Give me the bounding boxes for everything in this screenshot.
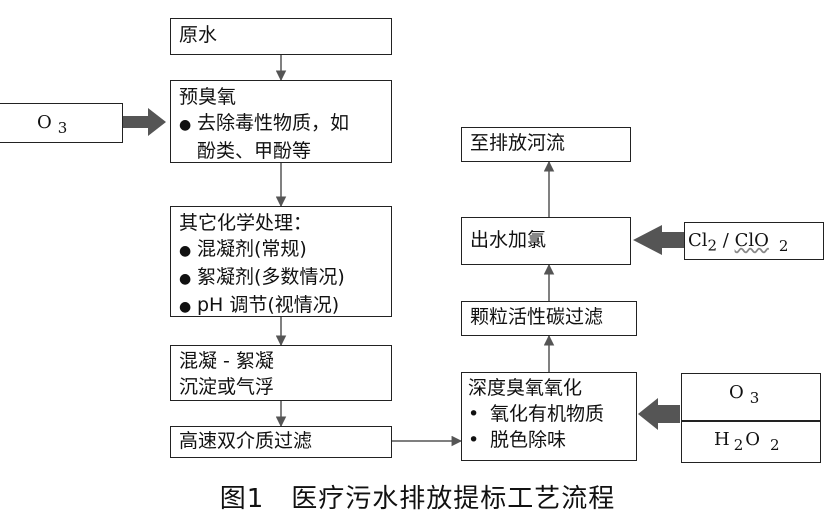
bullet-dot-icon: •: [468, 429, 480, 451]
chemical-item-2: 絮凝剂(多数情况): [197, 266, 345, 288]
bullet-dot-icon: ●: [179, 243, 192, 259]
gac-label: 颗粒活性碳过滤: [470, 306, 604, 328]
coag-line-1: 混凝 - 絮凝: [179, 350, 274, 372]
bullet-dot-icon: ●: [179, 117, 192, 133]
o3-right-symbol: O: [729, 382, 744, 403]
list-item: • 氧化有机物质: [468, 401, 630, 427]
discharge-label: 至排放河流: [470, 132, 566, 154]
filter-label: 高速双介质过滤: [179, 430, 313, 452]
coagulation-box: 混凝 - 絮凝 沉淀或气浮: [170, 345, 392, 401]
bullet-dot-icon: •: [468, 403, 480, 425]
thick-arrow-o3-left: [123, 108, 166, 136]
chemical-treatment-box: 其它化学处理： ● 混凝剂(常规) ● 絮凝剂(多数情况) ● pH 调节(视情况): [170, 206, 392, 317]
dual-media-filter-box: 高速双介质过滤: [170, 426, 392, 458]
deep-ozone-title: 深度臭氧氧化: [468, 377, 583, 399]
h-symbol: H: [714, 429, 730, 450]
chlorine-label: 出水加氯: [470, 229, 547, 251]
deep-ozone-box: 深度臭氧氧化 • 氧化有机物质 • 脱色除味: [461, 372, 637, 461]
pre-ozone-item-2: 酚类、甲酚等: [197, 140, 312, 162]
cl-separator: /: [717, 230, 735, 251]
coag-line-2: 沉淀或气浮: [179, 376, 275, 398]
pre-ozone-title: 预臭氧: [179, 86, 237, 108]
list-item: ● pH 调节(视情况): [179, 292, 383, 320]
deep-ozone-item-1: 氧化有机物质: [490, 403, 605, 425]
bullet-dot-icon: ●: [179, 299, 192, 315]
cl-symbol: Cl: [688, 230, 708, 251]
o-symbol: O: [745, 429, 761, 450]
o3-left-subscript: 3: [57, 118, 68, 137]
thick-arrow-o3-right: [638, 398, 680, 430]
chemical-title: 其它化学处理：: [179, 212, 313, 234]
figure-caption: 图1 医疗污水排放提标工艺流程: [219, 484, 616, 514]
list-item: • 脱色除味: [468, 427, 630, 453]
pre-ozone-bullet: ● 去除毒性物质，如: [179, 110, 383, 138]
cl-subscript: 2: [707, 236, 718, 255]
chlorination-box: 出水加氯: [461, 217, 631, 265]
clo-subscript: 2: [778, 236, 789, 255]
list-item: ● 混凝剂(常规): [179, 236, 383, 264]
gac-filter-box: 颗粒活性碳过滤: [461, 301, 637, 336]
h-subscript: 2: [733, 435, 744, 454]
o-subscript: 2: [770, 435, 780, 454]
list-item: ● 絮凝剂(多数情况): [179, 264, 383, 292]
raw-water-box: 原水: [170, 18, 392, 55]
chemical-item-3: pH 调节(视情况): [197, 294, 340, 316]
bullet-dot-icon: ●: [179, 271, 192, 287]
thick-arrow-cl: [633, 225, 684, 255]
raw-water-label: 原水: [179, 24, 218, 46]
pre-ozone-item-1: 去除毒性物质，如: [197, 112, 350, 134]
clo-symbol: ClO: [734, 230, 769, 251]
chemical-item-1: 混凝剂(常规): [197, 238, 307, 260]
o3-left-symbol: O: [37, 112, 52, 133]
o3-right-subscript: 3: [749, 388, 760, 407]
deep-ozone-item-2: 脱色除味: [490, 429, 567, 451]
chemical-list: ● 混凝剂(常规) ● 絮凝剂(多数情况) ● pH 调节(视情况): [179, 236, 383, 320]
pre-ozone-box: 预臭氧 ● 去除毒性物质，如 酚类、甲酚等: [170, 80, 392, 163]
discharge-box: 至排放河流: [461, 127, 631, 162]
